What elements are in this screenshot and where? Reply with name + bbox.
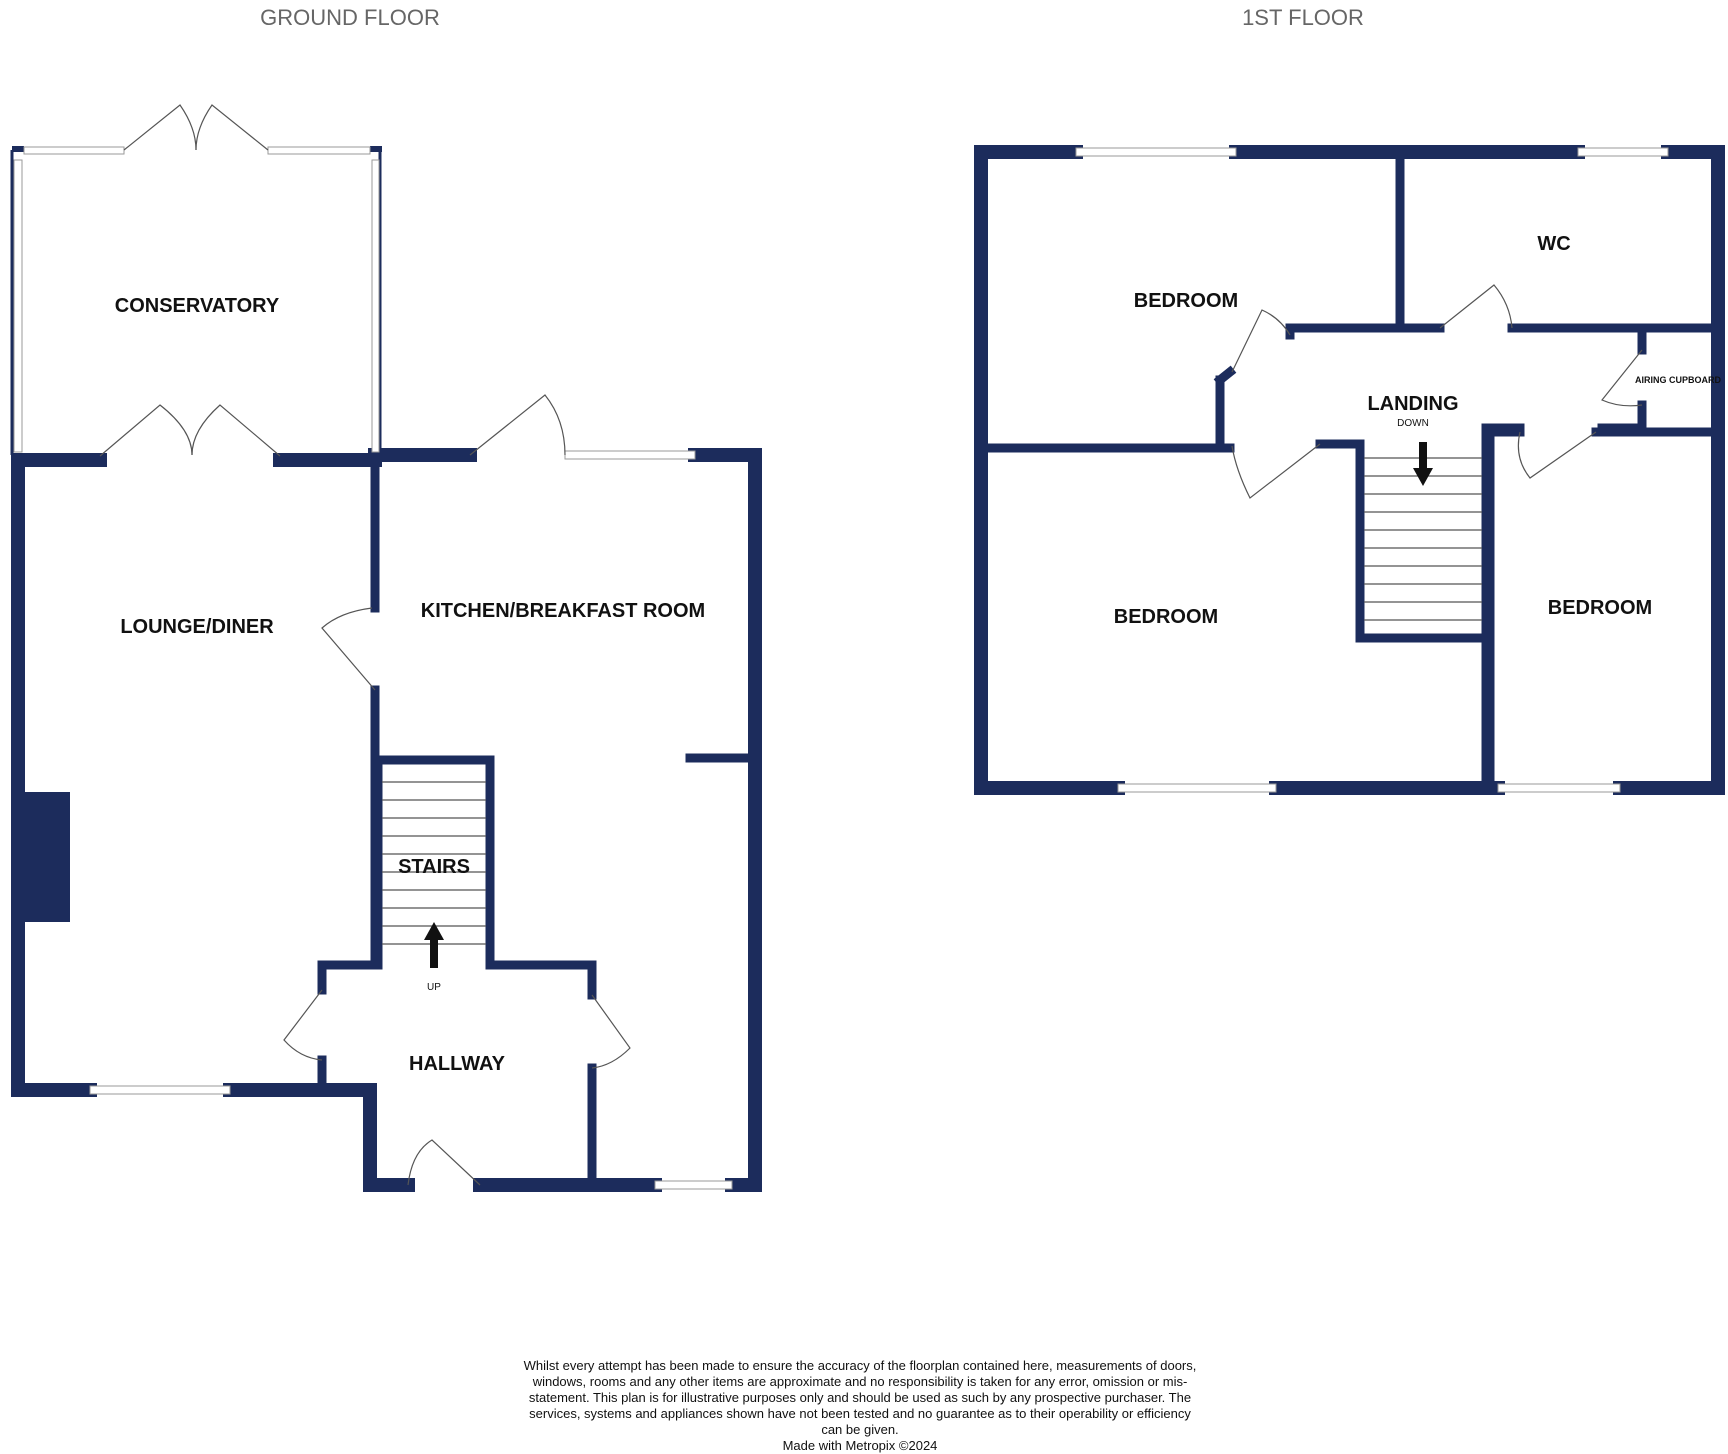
room-label-lounge-diner: LOUNGE/DINER	[120, 616, 274, 638]
disclaimer-block: Whilst every attempt has been made to en…	[520, 1358, 1200, 1454]
stairs-down-arrow-icon	[1413, 442, 1433, 486]
first-floor-title: 1ST FLOOR	[1242, 5, 1364, 30]
ground-stair-steps	[382, 781, 486, 945]
room-label-bedroom-rear: BEDROOM	[1114, 606, 1218, 628]
room-label-conservatory: CONSERVATORY	[115, 295, 280, 317]
first-stair-steps	[1364, 457, 1482, 621]
room-label-landing: LANDING	[1367, 393, 1458, 415]
ground-floor-title: GROUND FLOOR	[260, 5, 440, 30]
room-label-stairs: STAIRS	[398, 856, 470, 878]
ground-floor-windows	[13, 146, 733, 1190]
metropix-credit: Made with Metropix ©2024	[782, 1438, 938, 1453]
stairs-up-label: UP	[427, 982, 441, 993]
stairs-up-arrow-icon	[424, 922, 444, 968]
ground-floor-doors	[99, 104, 631, 1186]
first-floor-doors	[1231, 284, 1643, 499]
room-label-hallway: HALLWAY	[409, 1053, 506, 1075]
stairs-down-label: DOWN	[1397, 418, 1429, 429]
room-label-bedroom-front: BEDROOM	[1134, 290, 1238, 312]
room-label-wc: WC	[1537, 233, 1570, 255]
ground-floor-walls	[10, 146, 762, 1192]
disclaimer-text: Whilst every attempt has been made to en…	[523, 1358, 1197, 1437]
room-label-bedroom-right: BEDROOM	[1548, 597, 1652, 619]
first-floor-walls	[974, 145, 1725, 795]
room-label-airing-cupboard: AIRING CUPBOARD	[1635, 375, 1722, 385]
first-floor-windows	[1075, 147, 1669, 793]
room-label-kitchen-breakfast: KITCHEN/BREAKFAST ROOM	[421, 600, 705, 622]
